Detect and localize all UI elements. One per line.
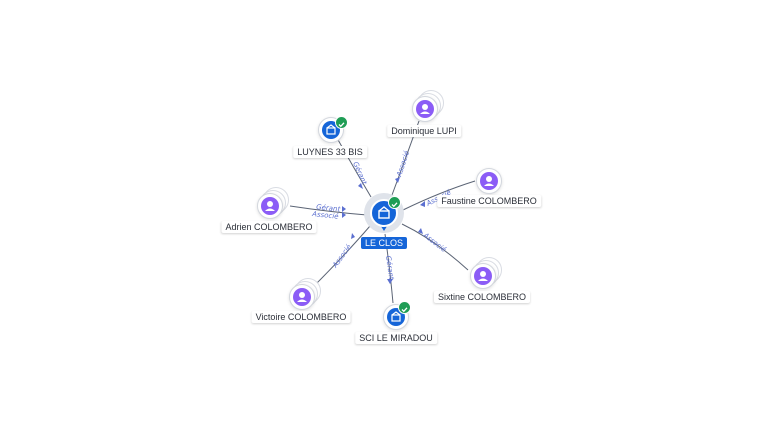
- verified-check-icon: [398, 301, 411, 314]
- edge-label-luynes: Gérant: [351, 161, 368, 186]
- center-label: LE CLOS: [360, 237, 408, 249]
- verified-check-icon: [335, 116, 348, 129]
- edge-label-miradou: Gérant: [384, 255, 395, 280]
- node-label: SCI LE MIRADOU: [355, 332, 437, 344]
- arrow-adrien-1: [342, 206, 346, 212]
- edge-label-victoire: Associé: [331, 243, 354, 270]
- arrow-victoire: [351, 233, 355, 239]
- person-icon: [480, 172, 498, 190]
- node-label: Victoire COLOMBERO: [251, 311, 351, 323]
- edge-faustine: [402, 180, 476, 211]
- edge-label-sixtine: Associé: [421, 231, 448, 255]
- verified-check-icon: [388, 196, 401, 209]
- building-icon: [370, 199, 398, 227]
- arrow-adrien-2: [342, 212, 346, 218]
- edge-label-adrien-1: Gérant: [316, 203, 341, 213]
- node-label: LUYNES 33 BIS: [293, 146, 367, 158]
- arrow-faustine: [420, 201, 425, 207]
- edge-adrien: [289, 205, 368, 216]
- edge-victoire: [311, 225, 371, 289]
- edge-sixtine: [401, 223, 469, 271]
- node-label: Dominique LUPI: [387, 125, 461, 137]
- node-label: Faustine COLOMBERO: [437, 195, 541, 207]
- edge-label-dominique: Associé: [395, 149, 411, 178]
- edge-label-adrien-2: Associé: [311, 210, 340, 221]
- person-icon: [261, 197, 279, 215]
- person-icon: [293, 288, 311, 306]
- node-label: Adrien COLOMBERO: [221, 221, 317, 233]
- person-icon: [416, 100, 434, 118]
- node-label: Sixtine COLOMBERO: [433, 291, 531, 303]
- person-icon: [474, 267, 492, 285]
- arrow-luynes: [358, 183, 363, 189]
- arrow-sixtine: [418, 228, 423, 234]
- arrow-dominique: [395, 177, 400, 183]
- edge-luynes: [336, 137, 372, 198]
- arrow-miradou: [387, 279, 393, 284]
